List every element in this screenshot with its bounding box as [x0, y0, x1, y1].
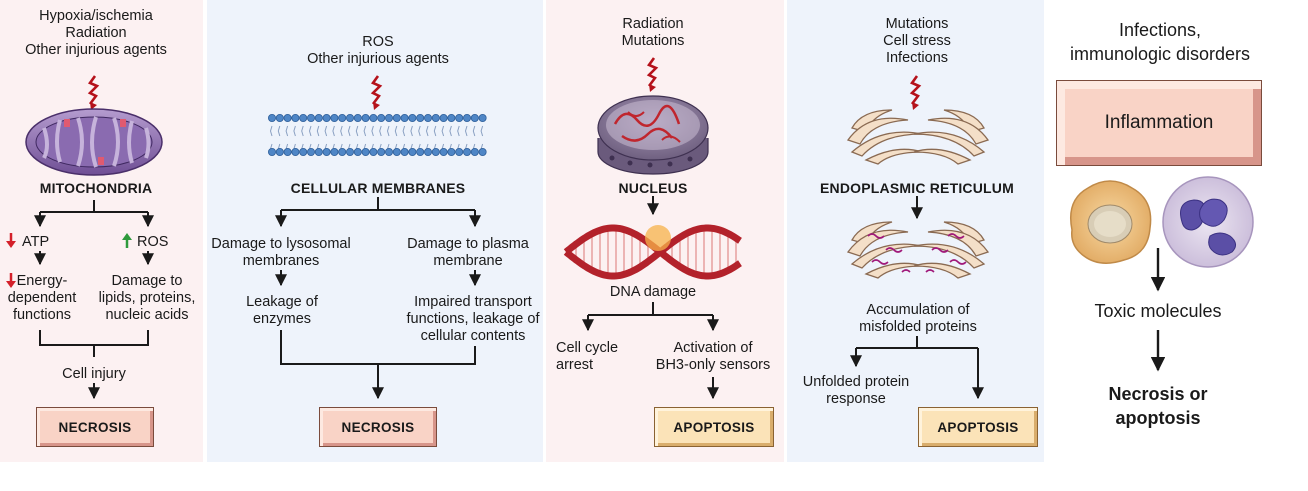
- lightning-bolt-icon: [646, 57, 659, 92]
- causes-mitochondria: Hypoxia/ischemia Radiation Other injurio…: [25, 8, 167, 58]
- organelle-label-nucleus: NUCLEUS: [618, 180, 688, 196]
- necrosis-or-apoptosis: Necrosis or apoptosis: [1108, 384, 1208, 428]
- causes-inflammation: Infections, immunologic disorders: [1069, 20, 1251, 64]
- lightning-bolt-icon: [87, 75, 100, 110]
- macrophage-icon: [1070, 180, 1152, 264]
- panel-mitochondria: [0, 0, 203, 462]
- cell-injury-label: Cell injury: [62, 366, 126, 382]
- misfolded-proteins: Accumulation of misfolded proteins: [859, 302, 977, 335]
- panel-membranes: [207, 0, 543, 462]
- causes-nucleus: Radiation Mutations: [621, 16, 685, 49]
- apoptosis-box-er: APOPTOSIS: [918, 407, 1038, 447]
- neutrophil-icon: [1162, 176, 1254, 268]
- damage-to-lipids: Damage to lipids, proteins, nucleic acid…: [98, 273, 196, 323]
- impaired-transport: Impaired transport functions, leakage of…: [406, 294, 540, 344]
- necrosis-box-membranes: NECROSIS: [319, 407, 437, 447]
- organelle-label-er: ENDOPLASMIC RETICULUM: [820, 180, 1014, 196]
- necrosis-box-mitochondria: NECROSIS: [36, 407, 154, 447]
- organelle-label-mitochondria: MITOCHONDRIA: [39, 180, 153, 196]
- atp-label: ATP: [22, 234, 50, 250]
- plasma-membrane-damage: Damage to plasma membrane: [407, 236, 529, 269]
- inflammation-box: Inflammation: [1056, 80, 1262, 166]
- mitochondrion-icon: [25, 108, 163, 176]
- toxic-molecules: Toxic molecules: [1094, 301, 1222, 321]
- causes-er: Mutations Cell stress Infections: [883, 16, 951, 66]
- bh3-activation: Activation of BH3-only sensors: [655, 340, 771, 373]
- unfolded-protein-response: Unfolded protein response: [802, 374, 910, 407]
- lightning-bolt-icon: [370, 75, 383, 110]
- apoptosis-box-nucleus: APOPTOSIS: [654, 407, 774, 447]
- cell-cycle-arrest: Cell cycle arrest: [556, 340, 619, 373]
- lightning-bolt-icon: [909, 75, 922, 110]
- dna-damage-label: DNA damage: [609, 284, 697, 300]
- ros-label: ROS: [137, 234, 169, 250]
- nucleus-icon: [597, 95, 709, 175]
- dna-helix-icon: [563, 224, 742, 280]
- causes-membranes: ROS Other injurious agents: [307, 34, 449, 67]
- lysosomal-damage: Damage to lysosomal membranes: [211, 236, 351, 269]
- leakage-of-enzymes: Leakage of enzymes: [246, 294, 318, 327]
- endoplasmic-reticulum-icon: [846, 109, 990, 165]
- endoplasmic-reticulum-icon: [846, 221, 990, 279]
- lipid-bilayer-icon: [267, 114, 487, 156]
- organelle-label-membranes: CELLULAR MEMBRANES: [290, 180, 466, 196]
- energy-dependent-functions: Energy- dependent functions: [7, 273, 77, 323]
